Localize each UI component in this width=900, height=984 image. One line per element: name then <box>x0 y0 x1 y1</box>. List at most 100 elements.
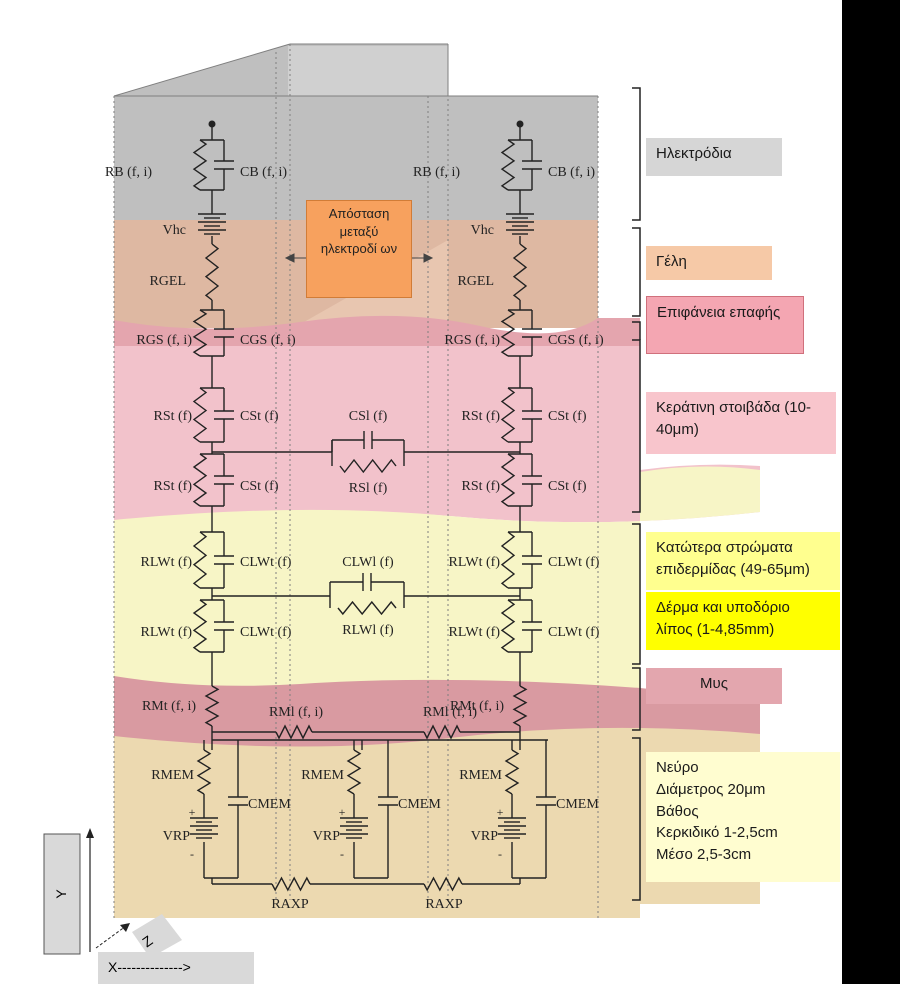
label-minus: - <box>340 847 344 861</box>
layer-brackets <box>632 87 641 901</box>
label-rst: RSt (f) <box>462 479 501 494</box>
label-vhc: Vhc <box>163 223 186 238</box>
label-nerve: Νεύρο Διάμετρος 20μm Βάθος Κερκιδικό 1-2… <box>646 752 840 882</box>
label-clwt: CLWt (f) <box>240 625 292 640</box>
label-dermis-fat: Δέρμα και υποδόριο λίπος (1-4,85mm) <box>646 592 840 650</box>
resistor <box>192 139 208 191</box>
label-vrp: VRP <box>313 829 340 844</box>
resistor <box>423 876 463 892</box>
y-axis-box <box>43 833 81 955</box>
tissue-layers <box>114 44 760 918</box>
label-plus: + <box>339 805 346 819</box>
label-clwt: CLWt (f) <box>240 555 292 570</box>
resistor <box>192 453 208 507</box>
label-cst: CSt (f) <box>240 409 279 424</box>
resistor <box>512 243 528 301</box>
label-minus: - <box>498 847 502 861</box>
label-rlwl: RLWl (f) <box>342 623 394 638</box>
label-rb: RB (f, i) <box>105 165 152 180</box>
label-vrp: VRP <box>163 829 190 844</box>
label-rmem: RMEM <box>151 768 194 783</box>
resistor <box>192 309 208 357</box>
layer-electrodes <box>114 44 598 220</box>
label-rlwt: RLWt (f) <box>449 625 501 640</box>
electrode-volume-frame <box>113 43 599 918</box>
resistor <box>204 243 220 301</box>
resistor <box>512 685 528 727</box>
layer-nerve <box>114 727 760 918</box>
label-plus: + <box>189 805 196 819</box>
label-rgs: RGS (f, i) <box>444 333 500 348</box>
label-cgs: CGS (f, i) <box>548 333 604 348</box>
x-axis-label: X--------------> <box>108 959 191 975</box>
label-rmt: RMt (f, i) <box>142 699 196 714</box>
label-cst: CSt (f) <box>240 479 279 494</box>
label-cb: CB (f, i) <box>548 165 595 180</box>
label-rlwt: RLWt (f) <box>141 555 193 570</box>
label-rmem: RMEM <box>459 768 502 783</box>
circuit-wires <box>190 120 556 892</box>
resistor <box>500 599 516 653</box>
label-rsl: RSl (f) <box>349 481 388 496</box>
resistor <box>500 531 516 589</box>
resistor <box>500 309 516 357</box>
label-csl: CSl (f) <box>349 409 388 424</box>
resistor <box>423 724 461 740</box>
label-rst: RSt (f) <box>154 409 193 424</box>
resistor <box>275 724 313 740</box>
resistor <box>500 453 516 507</box>
label-clwt: CLWt (f) <box>548 555 600 570</box>
resistor <box>192 387 208 443</box>
label-plus: + <box>497 805 504 819</box>
resistor <box>337 600 397 616</box>
label-clwt: CLWt (f) <box>548 625 600 640</box>
label-rmt: RMt (f, i) <box>450 699 504 714</box>
resistor <box>196 749 212 795</box>
label-muscle: Μυς <box>646 668 782 704</box>
resistor <box>192 599 208 653</box>
label-raxp: RAXP <box>271 897 309 912</box>
resistor <box>339 458 397 474</box>
label-rmem: RMEM <box>301 768 344 783</box>
label-rb: RB (f, i) <box>413 165 460 180</box>
label-cmem: CMEM <box>398 797 441 812</box>
label-stratum-corneum: Κεράτινη στοιβάδα (10-40μm) <box>646 392 836 454</box>
resistor <box>192 531 208 589</box>
label-vrp: VRP <box>471 829 498 844</box>
label-gel: Γέλη <box>646 246 772 280</box>
label-lower-epidermis: Κατώτερα στρώματα επιδερμίδας (49-65μm) <box>646 532 840 590</box>
label-cmem: CMEM <box>556 797 599 812</box>
label-rlwt: RLWt (f) <box>449 555 501 570</box>
x-axis-box <box>98 952 254 984</box>
label-rst: RSt (f) <box>462 409 501 424</box>
resistor <box>500 387 516 443</box>
resistor <box>271 876 311 892</box>
label-cmem: CMEM <box>248 797 291 812</box>
label-vhc: Vhc <box>471 223 494 238</box>
resistor <box>204 685 220 727</box>
axis-indicator: Y Z X--------------> <box>43 828 254 984</box>
label-cb: CB (f, i) <box>240 165 287 180</box>
layer-muscle <box>114 676 760 749</box>
label-cst: CSt (f) <box>548 479 587 494</box>
z-axis-box <box>132 914 182 958</box>
label-clwl: CLWl (f) <box>342 555 394 570</box>
label-electrodes: Ηλεκτρόδια <box>646 138 782 176</box>
label-rlwt: RLWt (f) <box>141 625 193 640</box>
label-rgs: RGS (f, i) <box>136 333 192 348</box>
label-rgel: RGEL <box>149 274 186 289</box>
label-rml: RMl (f, i) <box>269 705 323 720</box>
label-raxp: RAXP <box>425 897 463 912</box>
resistor <box>500 139 516 191</box>
label-minus: - <box>190 847 194 861</box>
label-rst: RSt (f) <box>154 479 193 494</box>
y-axis-label: Y <box>53 889 69 899</box>
label-contact-surface: Επιφάνεια επαφής <box>646 296 804 354</box>
label-rgel: RGEL <box>457 274 494 289</box>
electrode-distance-note: Απόσταση μεταξύ ηλεκτροδί ων <box>306 200 412 298</box>
resistor <box>504 749 520 795</box>
right-black-margin <box>842 0 900 984</box>
label-rml: RMl (f, i) <box>423 705 477 720</box>
